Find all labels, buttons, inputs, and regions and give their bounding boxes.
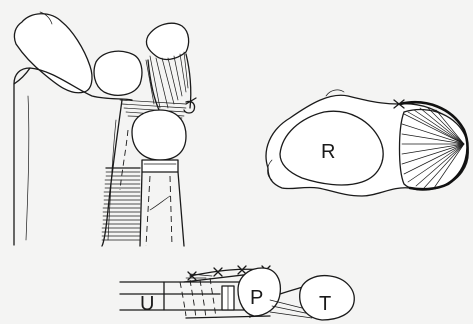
ulna-shaft (140, 172, 142, 246)
ulnar-head (132, 110, 186, 160)
label-radius: R (321, 141, 335, 163)
lunate-bone (94, 51, 142, 95)
prosthesis-collar (142, 160, 178, 172)
suture-knot-left (184, 101, 195, 113)
prosthesis-stem (146, 176, 150, 246)
label-pisiform: P (250, 287, 263, 309)
wrist-dorsal-view (14, 12, 196, 246)
label-ulna: U (140, 293, 154, 315)
scaphoid-bone (14, 14, 92, 93)
radius-end-view (266, 90, 468, 196)
triquetrum-bone-upper (146, 23, 188, 59)
label-triquetrum: T (319, 293, 331, 315)
pronator-muscle-hatching (102, 130, 140, 240)
